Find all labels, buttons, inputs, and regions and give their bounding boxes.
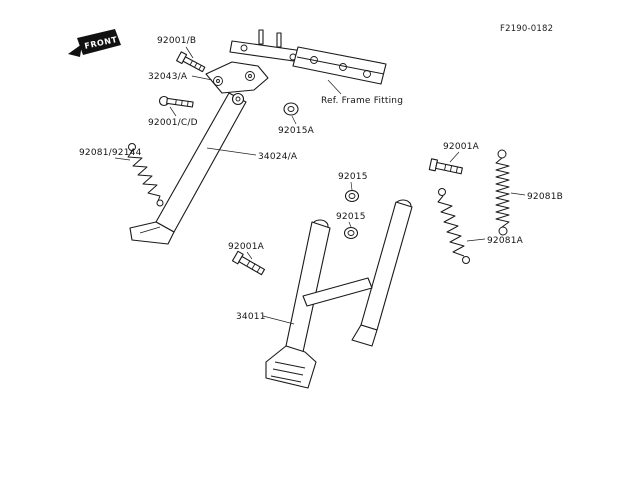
part-label-92001b: 92001/B <box>157 36 196 46</box>
leader-lines <box>114 46 526 325</box>
bolt-92001cd-drawing <box>158 95 194 108</box>
ref-frame-fitting-label: Ref. Frame Fitting <box>321 96 403 106</box>
center-stand-34011-drawing <box>265 199 413 389</box>
spring-92081a-drawing <box>437 188 470 264</box>
bolt-92001b-drawing <box>176 51 206 73</box>
part-label-92001cd: 92001/C/D <box>148 118 198 128</box>
frame-fitting-drawing <box>229 29 387 85</box>
part-label-92015-upper: 92015 <box>338 172 368 182</box>
nut-92015a-drawing <box>283 102 299 116</box>
diagram-code: F2190-0182 <box>500 24 553 34</box>
part-label-34011: 34011 <box>236 312 266 322</box>
bracket-32043-drawing <box>205 61 269 94</box>
part-label-92081-92144: 92081/92144 <box>79 148 142 158</box>
bolt-92001a-right-drawing <box>428 158 463 175</box>
spring-92081-92144-drawing <box>127 143 164 207</box>
part-label-32043a: 32043/A <box>148 72 188 82</box>
nut-92015-upper-drawing <box>344 189 360 203</box>
side-stand-34024-drawing <box>129 92 247 245</box>
part-label-92081b: 92081B <box>527 192 563 202</box>
front-direction-badge: FRONT <box>68 29 121 57</box>
spring-92081b-drawing <box>495 149 510 236</box>
part-label-92001a-right: 92001A <box>443 142 480 152</box>
part-label-92015a: 92015A <box>278 126 315 136</box>
nut-92015-lower-drawing <box>343 226 359 240</box>
part-labels: 92001/B 32043/A 92001/C/D 92015A Ref. Fr… <box>79 36 563 322</box>
part-label-92015-lower: 92015 <box>336 212 366 222</box>
part-label-34024a: 34024/A <box>258 152 298 162</box>
bolt-92001a-left-drawing <box>231 250 266 276</box>
part-label-92001a-left: 92001A <box>228 242 265 252</box>
part-label-92081a: 92081A <box>487 236 524 246</box>
